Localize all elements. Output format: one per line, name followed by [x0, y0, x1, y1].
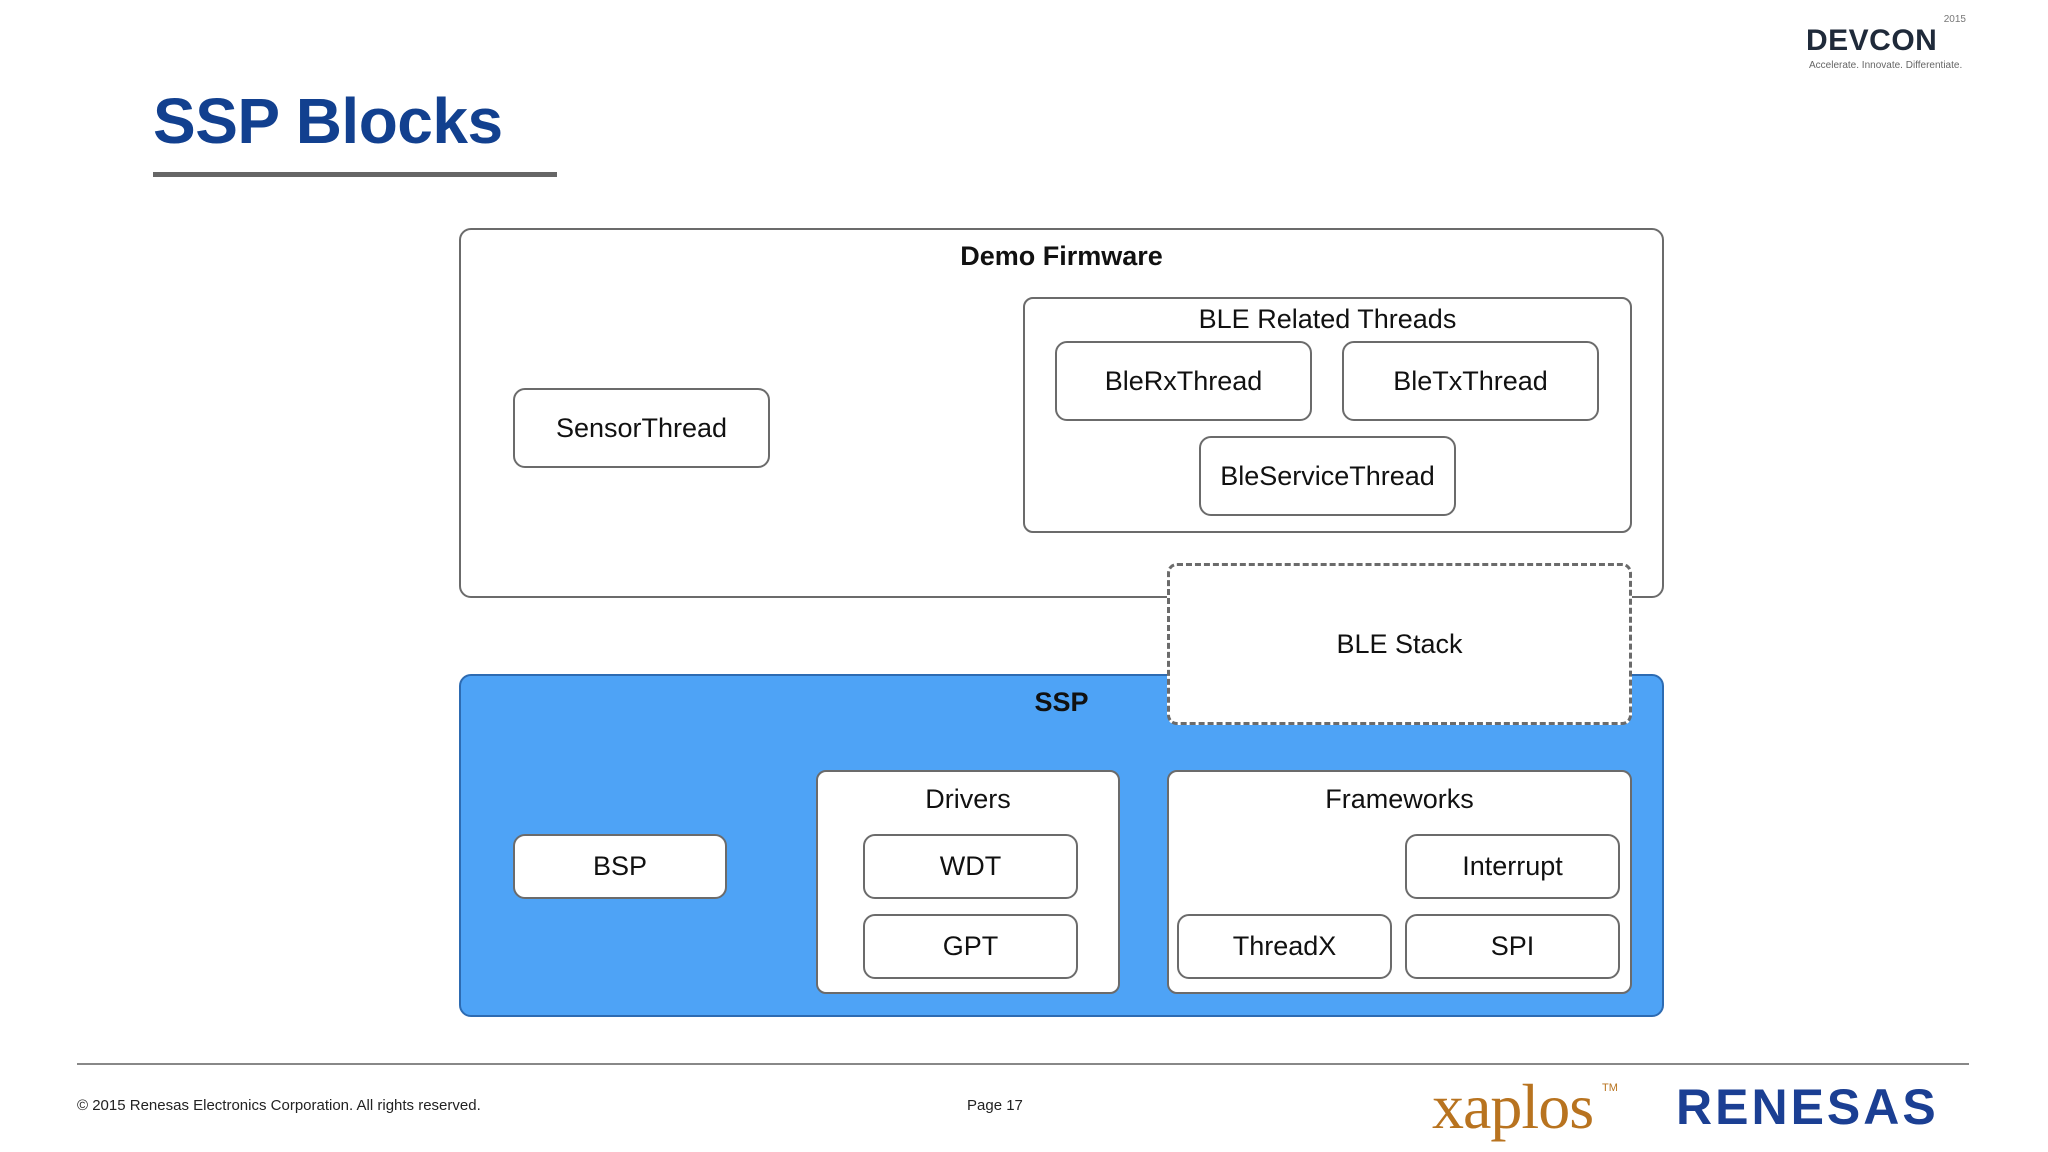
footer-divider	[77, 1063, 1969, 1065]
wdt-block: WDT	[863, 834, 1078, 899]
ble-related-threads-label: BLE Related Threads	[1198, 304, 1457, 334]
spi-block: SPI	[1405, 914, 1620, 979]
renesas-logo: RENESAS	[1676, 1079, 1939, 1135]
xaplos-logo: xaplos	[1432, 1071, 1594, 1142]
ble-stack-block: BLE Stack	[1167, 563, 1632, 725]
interrupt-block: Interrupt	[1405, 834, 1620, 899]
threadx-block: ThreadX	[1177, 914, 1392, 979]
bsp-block: BSP	[513, 834, 727, 899]
drivers-label: Drivers	[925, 784, 1011, 814]
footer-page-number: Page 17	[967, 1097, 1023, 1114]
ble-stack-label: BLE Stack	[1336, 629, 1463, 659]
title-underline	[153, 172, 557, 177]
ble-service-thread-block: BleServiceThread	[1199, 436, 1456, 516]
devcon-logo-tagline: Accelerate. Innovate. Differentiate.	[1809, 60, 1963, 71]
ssp-label: SSP	[1034, 687, 1089, 717]
slide-title: SSP Blocks	[153, 85, 503, 157]
sensor-thread-block: SensorThread	[513, 388, 770, 468]
ble-tx-thread-block: BleTxThread	[1342, 341, 1599, 421]
devcon-logo-year: 2015	[1943, 14, 1966, 25]
devcon-logo-word: DEVCON	[1806, 24, 1938, 57]
demo-firmware-label: Demo Firmware	[960, 241, 1163, 271]
ble-rx-thread-block: BleRxThread	[1055, 341, 1312, 421]
xaplos-trademark: TM	[1602, 1082, 1618, 1094]
gpt-block: GPT	[863, 914, 1078, 979]
frameworks-label: Frameworks	[1325, 784, 1474, 814]
devcon-logo: DEVCON 2015 Accelerate. Innovate. Differ…	[1806, 14, 1968, 76]
footer-copyright: © 2015 Renesas Electronics Corporation. …	[77, 1097, 481, 1114]
